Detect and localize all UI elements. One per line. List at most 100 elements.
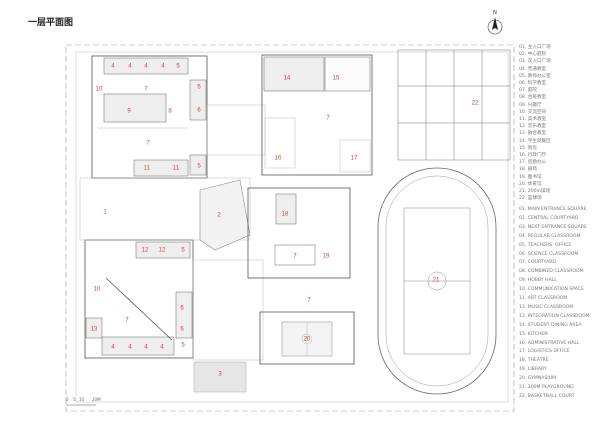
room-label: 9 [127,109,131,115]
legend-item-en: 09. HOBBY HALL [519,278,557,284]
legend-item-cn: 09. 兴趣厅 [519,102,542,108]
room-label: 4 [111,64,115,70]
scale-tick: 20M [92,397,101,402]
legend-item-en: 13. INTEGRATION CLASSROOM [519,313,590,319]
drawing-title: 一层平面图 [28,18,74,28]
legend-item-cn: 03. 次入口广场 [519,59,551,65]
legend-item-cn: 07. 庭院 [519,88,537,94]
legend-item-en: 20. GYMNASIUM [519,376,557,382]
scale-tick: 0 [66,397,69,402]
basketball-courts [397,49,511,161]
room-label: 6 [197,108,201,114]
room-label: 8 [168,109,172,115]
legend-item-cn: 18. 剧场 [519,167,537,173]
legend-item-en: 03. NEXT ENTRANCE SQUARE [519,224,587,230]
scale-tick: 5 [73,397,76,402]
legend-item-cn: 01. 主入口广场 [519,45,551,50]
room-label: 10 [96,87,103,93]
room-label: 4 [144,345,148,351]
room-label: 4 [161,64,165,70]
secondary-entrance-plaza [193,361,247,393]
legend-item-en: 18. THEATRE [519,358,549,364]
room-label: 4 [111,345,115,351]
legend-item-cn: 05. 教师办公室 [519,73,551,79]
south-teaching-block [84,239,194,359]
legend-item-cn: 21. 300m操场 [519,189,551,194]
legend-item-en: 04. REGULAR CLASSROOM [519,233,581,239]
legend-item-en: 11. ART CLASSROOM [519,296,568,301]
room-labels: 4 4 4 4 5 10 7 9 8 5 6 7 11 11 5 1 2 14 … [91,64,479,378]
legend-item-en: 08. COMBINED CLASSROOM [519,269,584,275]
legend-item-cn: 15. 厨房 [519,145,537,151]
legend-item-en: 17. LOGISTICS OFFICE [519,349,570,355]
dining-admin-block [261,54,373,176]
room-label: 7 [326,116,330,122]
legend-item-en: 01. MAIN ENTRANCE SQUARE [519,207,587,212]
legend-item-cn: 08. 合班教室 [519,95,547,101]
legend-item-en: 15. KITCHEN [519,331,548,337]
legend-item-cn: 19. 图书馆 [519,174,542,180]
room-label: 7 [125,318,129,324]
room-label: 13 [91,327,98,333]
room-label: 5 [181,248,185,254]
room-label: 3 [218,372,222,378]
scale-bar: 0 5 10 20M [66,397,101,406]
legend-item-en: 22. BASKETBALL COURT [519,393,575,399]
theatre-library-block [247,187,351,279]
legend-item-en: 07. COURTYARD [519,260,556,266]
room-label: 18 [282,212,289,218]
room-label: 1 [103,210,107,216]
scale-tick: 10 [79,397,85,402]
room-label: 5 [176,64,180,70]
room-label: 2 [217,213,221,219]
legend-item-cn: 16. 行政门厅 [519,153,547,158]
site-boundary [65,44,515,412]
north-teaching-block [91,55,208,179]
legend-item-cn: 17. 后勤办公 [519,160,547,166]
room-label: 5 [197,85,201,91]
room-label: 22 [472,101,479,107]
road-edge [75,51,509,403]
north-arrow-icon: N [487,10,503,35]
legend-item-en: 06. SCIENCE CLASSROOM [519,251,579,257]
central-courtyard [199,179,251,251]
room-label: 19 [323,254,330,260]
legend-item-cn: 20. 体育馆 [519,181,542,187]
room-label: 5 [181,343,185,349]
north-label: N [493,10,497,16]
room-label: 4 [128,345,132,351]
room-label: 4 [144,64,148,70]
room-label: 7 [144,87,148,93]
room-label: 7 [293,254,297,260]
room-label: 5 [197,164,201,170]
legend-item-cn: 11. 美术教室 [519,117,547,122]
room-label: 4 [160,345,164,351]
room-label: 11 [173,166,180,172]
legend-item-en: 02. CENTRAL COURTYARD [519,215,579,221]
room-label: 6 [180,327,184,333]
legend-item-cn: 22. 篮球场 [519,196,542,202]
legend-item-en: 21. 300M PLAYGROUND [519,385,574,390]
legend-item-cn: 02. 中心庭院 [519,52,547,58]
legend-item-en: 16. ADMINISTRATIVE HALL [519,340,580,346]
legend-item-cn: 10. 交流空间 [519,109,547,115]
room-label: 20 [304,337,311,343]
room-label: 7 [146,141,150,147]
room-label: 17 [351,156,358,162]
running-track [377,167,497,395]
room-label: 4 [128,64,132,70]
room-label: 11 [144,166,151,172]
legend-item-en: 12. MUSIC CLASSROOM [519,304,574,310]
room-label: 14 [284,76,291,82]
room-label: 12 [159,248,166,254]
legend-item-cn: 12. 音乐教室 [519,124,547,130]
room-label: 10 [94,287,101,293]
legend-item-en: 19. LIBRARY [519,367,547,373]
legend-item-cn: 14. 学生就餐区 [519,138,551,144]
gymnasium-block [259,311,355,365]
room-label: 15 [333,76,340,82]
legend-item-en: 14. STUDENT DINING AREA [519,322,582,328]
legend-item-en: 10. COMMUNICATION SPACE [519,287,584,293]
room-label: 6 [180,306,184,312]
